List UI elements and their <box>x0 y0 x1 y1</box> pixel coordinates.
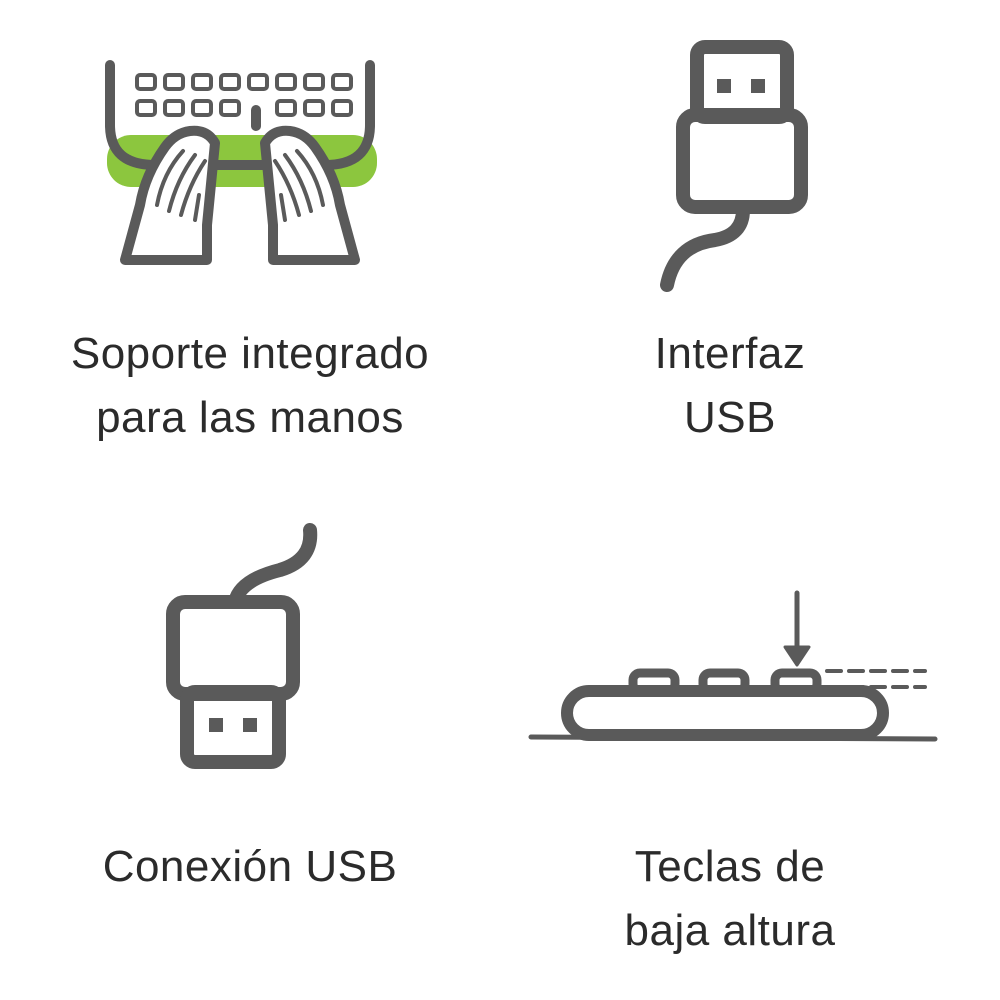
feature-caption: Interfaz USB <box>510 322 950 450</box>
feature-caption: Conexión USB <box>30 835 470 899</box>
caption-line-1: Teclas de <box>634 842 826 891</box>
usb-plug-up-icon <box>660 40 808 292</box>
caption-line-1: Conexión USB <box>102 842 398 891</box>
caption-line-2: USB <box>684 393 776 442</box>
feature-caption: Teclas de baja altura <box>510 835 950 963</box>
low-profile-keys-icon <box>528 590 938 742</box>
caption-line-2: para las manos <box>96 393 404 442</box>
usb-plug-down-icon <box>166 523 318 769</box>
caption-line-1: Soporte integrado <box>70 329 430 378</box>
keyboard-palm-rest-icon <box>105 60 377 265</box>
caption-line-2: baja altura <box>624 906 836 955</box>
caption-line-1: Interfaz <box>654 329 806 378</box>
feature-caption: Soporte integrado para las manos <box>30 322 470 450</box>
